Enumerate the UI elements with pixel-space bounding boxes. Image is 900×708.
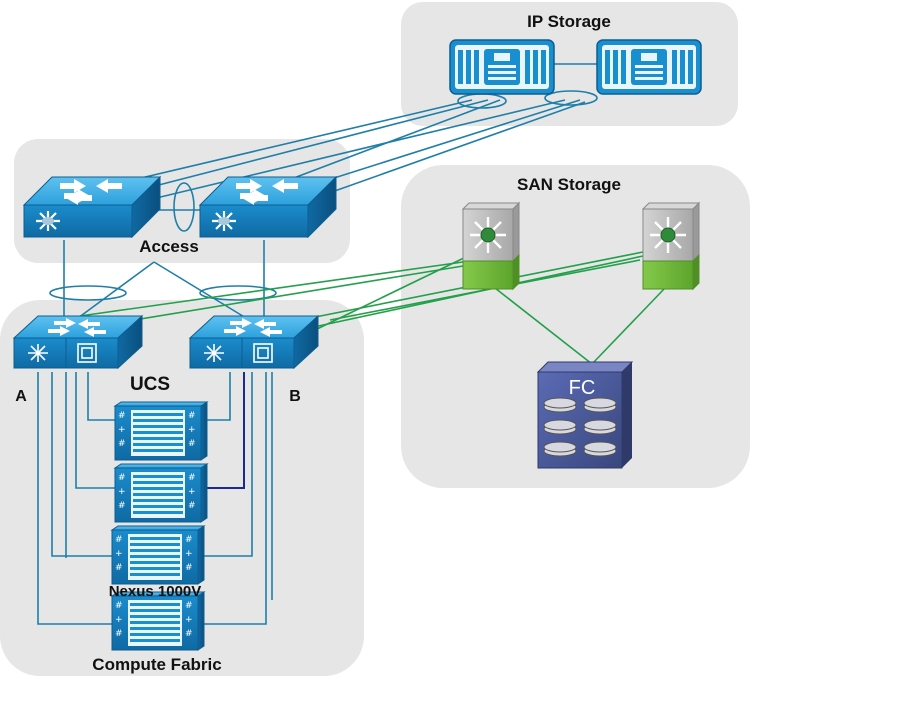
fc-disk-array-icon[interactable] <box>536 361 634 469</box>
fc-label: FC <box>569 377 596 399</box>
ucs-title: UCS <box>130 374 170 395</box>
san-storage-title: SAN Storage <box>517 175 621 194</box>
storage-array-icon[interactable] <box>596 39 702 95</box>
nexus-label: Nexus 1000V <box>109 583 202 600</box>
fabric-interconnect-icon[interactable] <box>189 315 319 369</box>
compute-fabric-title: Compute Fabric <box>92 655 221 674</box>
mds-fabric-switch-icon[interactable] <box>461 201 521 291</box>
compute-fabric-links <box>37 372 273 625</box>
blade-chassis-icon[interactable] <box>111 591 205 651</box>
layer2-switch-icon[interactable] <box>22 175 162 239</box>
fabric-b-label: B <box>289 388 301 405</box>
fabric-interconnect-icon[interactable] <box>13 315 143 369</box>
blade-chassis-icon[interactable] <box>114 401 208 461</box>
san-links <box>79 251 666 365</box>
access-fabric-links <box>49 182 277 319</box>
access-title: Access <box>139 237 199 256</box>
storage-array-icon[interactable] <box>449 39 555 95</box>
blade-chassis-icon[interactable] <box>111 525 205 585</box>
layer2-switch-icon[interactable] <box>198 175 338 239</box>
ip-storage-title: IP Storage <box>527 12 611 31</box>
fabric-a-label: A <box>15 388 27 405</box>
blade-chassis-icon[interactable] <box>114 463 208 523</box>
mds-fabric-switch-icon[interactable] <box>641 201 701 291</box>
ip-storage-links <box>89 63 600 201</box>
nexus-link <box>204 372 245 489</box>
